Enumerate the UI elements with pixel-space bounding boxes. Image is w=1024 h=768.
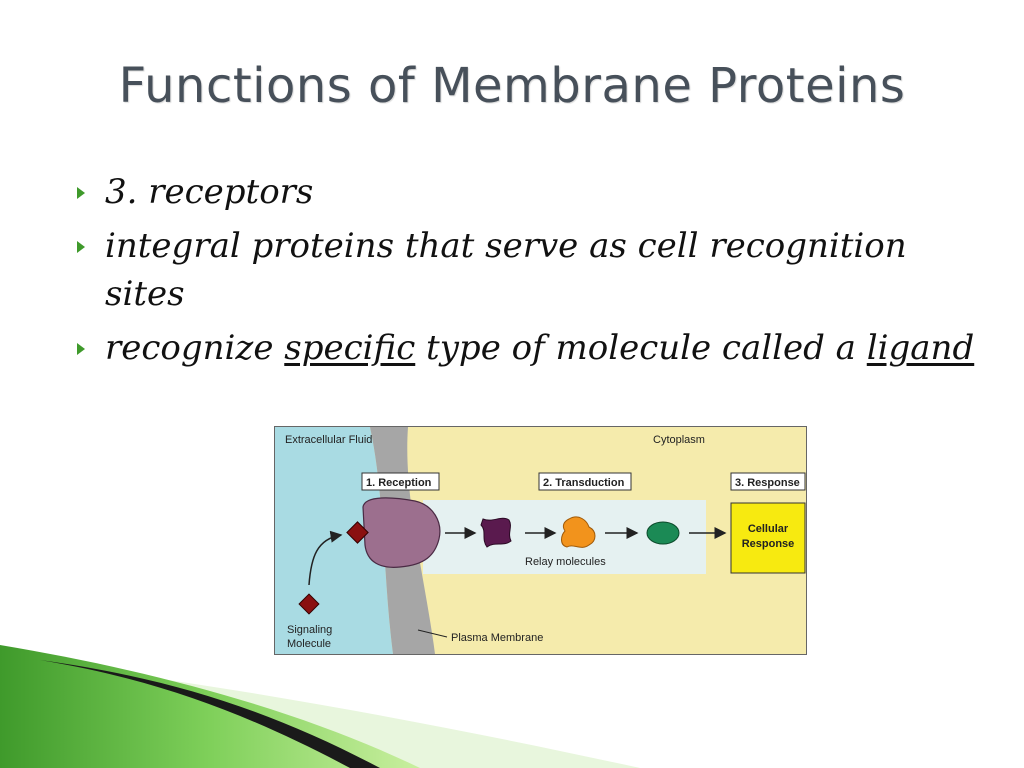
bullet-item: recognize specific type of molecule call… <box>75 324 975 372</box>
transduction-label: 2. Transduction <box>543 477 625 489</box>
cellular-response-label-1: Cellular <box>748 523 789 535</box>
bullet-arrow-icon <box>77 241 85 253</box>
bullet-underline-ligand: ligand <box>866 328 975 368</box>
bullet-text-pre: recognize <box>105 328 285 368</box>
corner-decoration <box>0 645 640 768</box>
membrane-label: Plasma Membrane <box>451 632 543 644</box>
response-label: 3. Response <box>735 477 800 489</box>
relay-molecule-1 <box>480 517 512 548</box>
reception-label: 1. Reception <box>366 477 432 489</box>
bullet-text: integral proteins that serve as cell rec… <box>105 226 907 314</box>
cellular-response-box <box>730 502 806 574</box>
signal-transduction-diagram: Extracellular Fluid Cytoplasm 1. Recepti… <box>274 426 807 655</box>
ligand-path-arrow <box>308 530 343 586</box>
bound-ligand <box>346 521 369 544</box>
relay-molecule-3 <box>646 521 680 545</box>
bullet-item: 3. receptors <box>75 168 975 216</box>
bullet-arrow-icon <box>77 187 85 199</box>
bullet-underline-specific: specific <box>284 328 416 368</box>
signaling-label-2: Molecule <box>287 638 331 650</box>
cellular-response-label-2: Response <box>742 538 795 550</box>
cytoplasm-label: Cytoplasm <box>653 434 705 446</box>
decor-dark-swoosh <box>40 660 380 768</box>
extracellular-label: Extracellular Fluid <box>285 434 372 446</box>
bullet-text: 3. receptors <box>105 172 314 212</box>
bullet-item: integral proteins that serve as cell rec… <box>75 222 975 318</box>
receptor-protein <box>362 497 441 568</box>
signaling-molecule <box>298 593 320 615</box>
bullet-list: 3. receptors integral proteins that serv… <box>75 168 975 378</box>
slide-title: Functions of Membrane Proteins <box>118 58 906 114</box>
membrane-pointer <box>417 629 448 638</box>
reception-box <box>361 472 440 491</box>
transduction-box <box>538 472 632 491</box>
bullet-text-mid: type of molecule called a <box>415 328 867 368</box>
response-box <box>730 472 806 491</box>
relay-molecule-2 <box>561 516 596 548</box>
relay-label: Relay molecules <box>525 556 606 568</box>
bullet-arrow-icon <box>77 343 85 355</box>
signaling-label-1: Signaling <box>287 624 332 636</box>
